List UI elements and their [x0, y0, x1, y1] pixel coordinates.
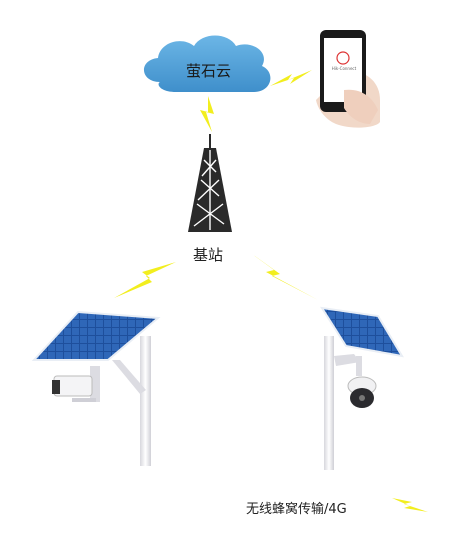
phone-app-name: Hik-Connect — [331, 66, 357, 71]
legend-label: 无线蜂窝传输/4G — [246, 502, 347, 517]
cloud-label: 萤石云 — [186, 62, 232, 80]
tower-icon — [188, 134, 232, 232]
phone-icon — [316, 30, 380, 128]
lightning-icon — [252, 254, 318, 300]
lightning-icon — [114, 262, 176, 298]
dome-camera-icon — [319, 306, 404, 470]
solar-camera-icon — [31, 310, 161, 466]
lightning-icon — [200, 96, 214, 132]
lightning-icon — [392, 498, 428, 512]
cloud-icon — [143, 35, 271, 92]
tower-label: 基站 — [193, 246, 224, 264]
lightning-icon — [270, 70, 312, 86]
